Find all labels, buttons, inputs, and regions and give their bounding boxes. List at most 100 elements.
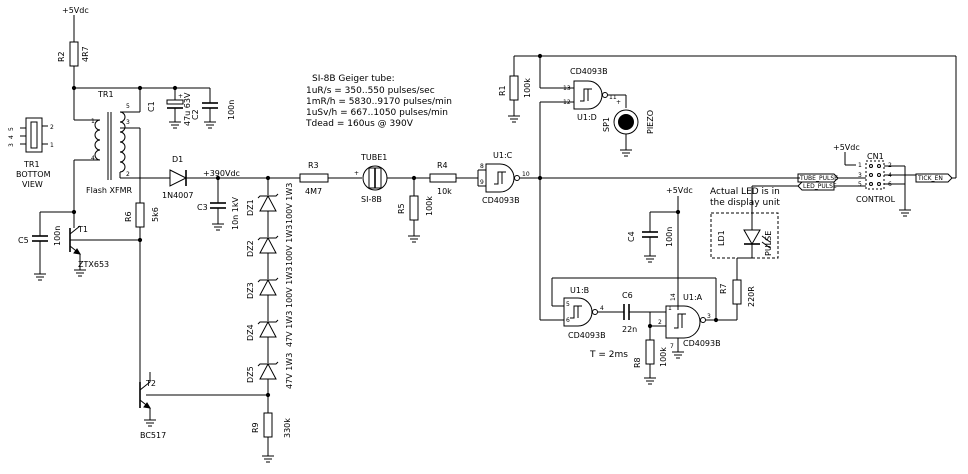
u1d-value: CD4093B (570, 67, 608, 76)
r9-value: 330k (283, 418, 292, 438)
r6-value: 5k6 (151, 207, 160, 222)
r8-resistor (645, 339, 655, 365)
r1-value: 100k (523, 78, 532, 98)
svg-text:4: 4 (600, 305, 604, 312)
svg-text:1: 1 (858, 162, 862, 169)
dz1-ref: DZ1 (246, 199, 255, 216)
tr1-view-line2: VIEW (22, 180, 43, 189)
d1-value: 1N4007 (162, 191, 193, 200)
r3-value: 4M7 (305, 187, 322, 196)
supply-label-u1: +5Vdc (666, 186, 693, 195)
sp1-value: PIEZO (646, 110, 655, 134)
dz4-value: 47V 1W3 (285, 311, 294, 347)
u1b-value: CD4093B (568, 331, 606, 340)
tr1-ref: TR1 (97, 90, 114, 99)
r9-ref: R9 (251, 422, 260, 433)
hv-node-label: +390Vdc (203, 169, 240, 178)
u1c-gate (485, 163, 515, 193)
u1a-gate (665, 305, 701, 339)
r2-resistor (69, 41, 79, 67)
t2-ref: T2 (145, 379, 156, 388)
dz3-ref: DZ3 (246, 282, 255, 299)
svg-text:4: 4 (91, 155, 95, 162)
r5-ref: R5 (397, 203, 406, 214)
c1-ref: C1 (147, 101, 156, 112)
svg-text:3: 3 (858, 172, 862, 179)
c3-ref: C3 (197, 203, 208, 212)
r5-value: 100k (425, 196, 434, 216)
r4-resistor (429, 173, 457, 183)
svg-text:12: 12 (563, 99, 571, 106)
r1-ref: R1 (498, 85, 507, 96)
c6-value: 22n (622, 325, 637, 334)
svg-text:10: 10 (522, 171, 530, 178)
svg-text:7: 7 (670, 343, 674, 350)
dz1-zener (259, 194, 277, 212)
tr1-view-line1: BOTTOM (16, 170, 51, 179)
u1d-gate (573, 80, 603, 110)
cn1-ref: CN1 (867, 152, 884, 161)
net-tick-en-label: TICK_EN (917, 175, 943, 182)
net-tick-en (915, 173, 953, 183)
r8-ref: R8 (633, 357, 642, 368)
u1a-ref: U1:A (683, 293, 703, 302)
svg-text:3: 3 (8, 143, 15, 147)
r5-resistor (409, 195, 419, 221)
c5-value: 100n (53, 226, 62, 246)
r7-ref: R7 (719, 283, 728, 294)
dz5-ref: DZ5 (246, 366, 255, 383)
c2-value: 100n (227, 100, 236, 120)
c4-value: 100n (665, 227, 674, 247)
supply-label-top: +5Vdc (62, 6, 89, 15)
r8-value: 100k (659, 347, 668, 367)
d1-diode (169, 169, 188, 187)
tr1-bottom-view (25, 117, 43, 153)
svg-text:2: 2 (50, 124, 54, 131)
ld1-ref: LD1 (717, 230, 726, 246)
supply-label-cn: +5Vdc (833, 143, 860, 152)
r4-value: 10k (437, 187, 452, 196)
dz4-zener (259, 320, 277, 338)
c3-value: 10n 1kV (231, 196, 240, 230)
cn1-connector (865, 160, 885, 190)
tube-note-4: Tdead = 160us @ 390V (305, 119, 414, 129)
svg-text:2: 2 (126, 171, 130, 178)
tube-note-0: SI-8B Geiger tube: (312, 74, 395, 84)
r6-ref: R6 (124, 211, 133, 222)
u1d-ref: U1:D (577, 113, 597, 122)
dz3-zener (259, 278, 277, 296)
svg-text:3: 3 (707, 313, 711, 320)
c4-ref: C4 (627, 231, 636, 242)
net-tube-pulse-label: TUBE_PULSE (799, 175, 838, 182)
u1c-value: CD4093B (482, 196, 520, 205)
dz2-ref: DZ2 (246, 240, 255, 257)
r1-resistor (509, 75, 519, 101)
dz2-value: 100V 1W3 (285, 225, 294, 266)
dz2-zener (259, 236, 277, 254)
svg-text:11: 11 (609, 94, 617, 101)
tube1-value: SI-8B (361, 195, 382, 204)
svg-text:+: + (178, 93, 183, 100)
tube-note-1: 1uR/s = 350..550 pulses/sec (306, 86, 435, 96)
svg-text:2: 2 (658, 319, 662, 326)
svg-text:5: 5 (566, 301, 570, 308)
svg-text:1: 1 (91, 118, 95, 125)
net-tube-pulse (797, 173, 839, 183)
r9-resistor (263, 412, 273, 438)
tr1-name: Flash XFMR (86, 186, 132, 195)
u1c-ref: U1:C (493, 151, 513, 160)
net-led-pulse (797, 181, 835, 191)
led-note-line2: the display unit (710, 198, 780, 208)
svg-text:6: 6 (566, 317, 570, 324)
t2-value: BC517 (140, 431, 166, 440)
led-note-line1: Actual LED is in (710, 187, 780, 197)
t1-value: ZTX653 (78, 260, 109, 269)
svg-text:5: 5 (858, 181, 862, 188)
svg-text:1: 1 (668, 305, 672, 312)
svg-text:14: 14 (670, 293, 677, 301)
timing-note: T = 2ms (589, 350, 628, 360)
c6-ref: C6 (622, 291, 633, 300)
tube-note-2: 1mR/h = 5830..9170 pulses/min (306, 97, 452, 107)
ld1-led (743, 229, 761, 246)
